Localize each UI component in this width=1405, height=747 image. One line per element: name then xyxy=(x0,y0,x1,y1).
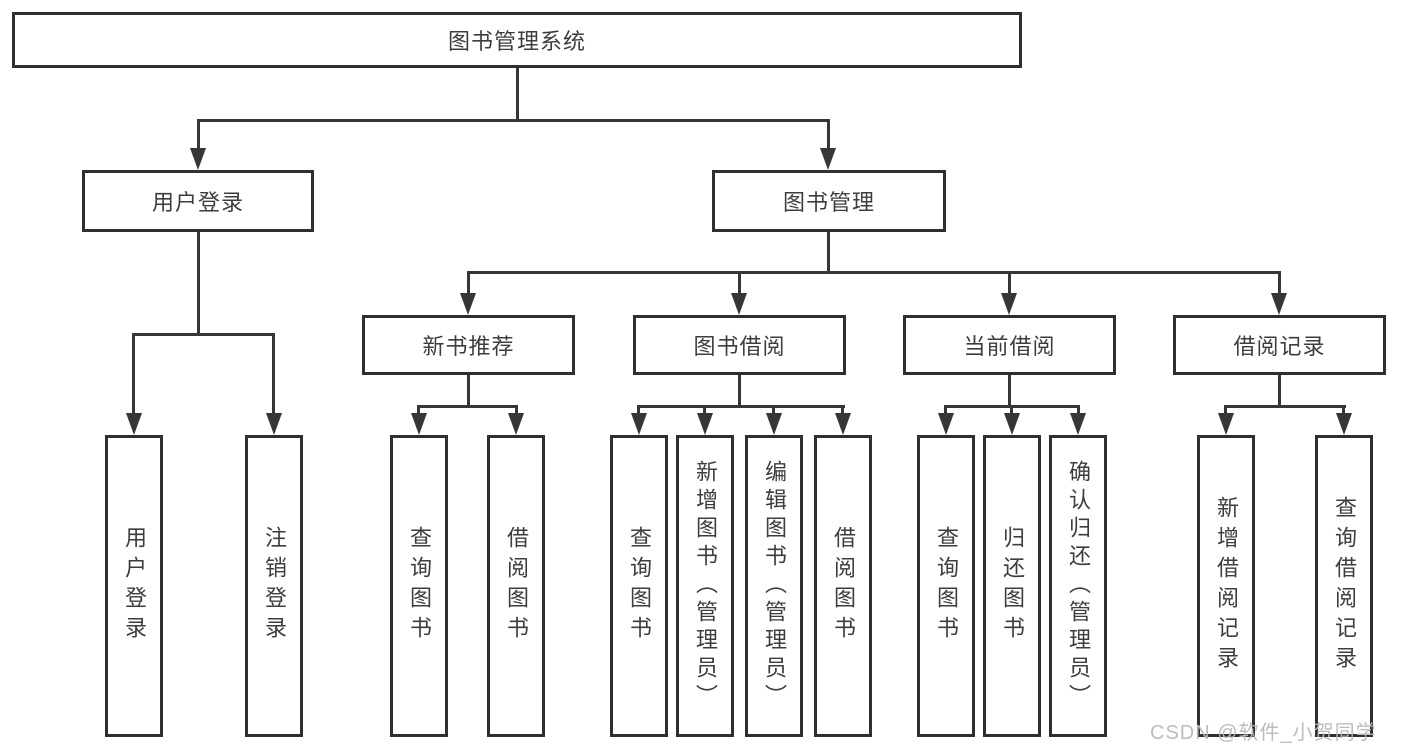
arrowhead-leaf-add-record xyxy=(1218,413,1234,435)
node-book-borrow: 图书借阅 xyxy=(633,315,846,375)
arrowhead-leaf-logout xyxy=(266,413,282,435)
connector-book-borrow-drop xyxy=(738,375,741,408)
arrowhead-leaf-user-login xyxy=(126,413,142,435)
connector-book-mgmt-drop xyxy=(827,232,830,274)
connector-new-book-drop xyxy=(467,375,470,408)
connector-stub xyxy=(703,405,706,415)
connector-current-borrow-drop xyxy=(1008,375,1011,408)
connector-stub-book-mgmt xyxy=(827,119,830,150)
arrowhead-leaf-add-book xyxy=(697,413,713,435)
arrowhead-borrow-records xyxy=(1271,293,1287,315)
connector-stub-borrow-records xyxy=(1278,271,1281,295)
arrowhead-new-book xyxy=(460,293,476,315)
connector-user-login-drop xyxy=(197,232,200,336)
leaf-query-book-2: 查询图书 xyxy=(610,435,668,737)
leaf-query-book-3: 查询图书 xyxy=(917,435,975,737)
arrowhead-leaf-query-book-2 xyxy=(631,413,647,435)
connector-stub xyxy=(1010,405,1013,415)
leaf-borrow-book-2: 借阅图书 xyxy=(814,435,872,737)
connector-root-bus xyxy=(197,119,830,122)
leaf-logout: 注销登录 xyxy=(245,435,303,737)
connector-borrow-records-drop xyxy=(1278,375,1281,408)
arrowhead-leaf-borrow-book-2 xyxy=(835,413,851,435)
connector-book-mgmt-bus xyxy=(467,271,1281,274)
connector-stub xyxy=(1224,405,1227,415)
connector-stub xyxy=(515,405,518,415)
arrowhead-leaf-query-book-1 xyxy=(411,413,427,435)
connector-new-book-bus xyxy=(417,405,518,408)
node-user-login: 用户登录 xyxy=(82,170,314,232)
arrowhead-current-borrow xyxy=(1001,293,1017,315)
node-book-mgmt: 图书管理 xyxy=(712,170,946,232)
connector-stub xyxy=(637,405,640,415)
leaf-add-borrow-record: 新增借阅记录 xyxy=(1197,435,1255,737)
connector-stub-leaf-logout xyxy=(272,333,275,415)
leaf-query-book-1: 查询图书 xyxy=(390,435,448,737)
connector-root-drop xyxy=(516,68,519,122)
connector-stub xyxy=(417,405,420,415)
connector-stub-new-book xyxy=(467,271,470,295)
leaf-borrow-book-1: 借阅图书 xyxy=(487,435,545,737)
arrowhead-book-mgmt xyxy=(820,148,836,170)
connector-borrow-records-bus xyxy=(1224,405,1346,408)
node-root-system: 图书管理系统 xyxy=(12,12,1022,68)
connector-stub xyxy=(1077,405,1080,415)
arrowhead-leaf-confirm-return xyxy=(1070,413,1086,435)
connector-stub xyxy=(1342,405,1345,415)
connector-book-borrow-bus xyxy=(637,405,845,408)
connector-user-login-bus xyxy=(132,333,275,336)
arrowhead-leaf-borrow-book-1 xyxy=(508,413,524,435)
arrowhead-leaf-return-book xyxy=(1004,413,1020,435)
leaf-confirm-return-admin: 确认归还（管理员） xyxy=(1049,435,1107,737)
arrowhead-leaf-edit-book xyxy=(766,413,782,435)
connector-stub xyxy=(841,405,844,415)
arrowhead-book-borrow xyxy=(731,293,747,315)
node-new-book-rec: 新书推荐 xyxy=(362,315,575,375)
leaf-user-login: 用户登录 xyxy=(105,435,163,737)
arrowhead-user-login xyxy=(190,148,206,170)
connector-stub-leaf-user-login xyxy=(132,333,135,415)
leaf-return-book: 归还图书 xyxy=(983,435,1041,737)
connector-stub xyxy=(772,405,775,415)
leaf-edit-book-admin: 编辑图书（管理员） xyxy=(745,435,803,737)
leaf-add-book-admin: 新增图书（管理员） xyxy=(676,435,734,737)
arrowhead-leaf-query-book-3 xyxy=(938,413,954,435)
node-current-borrow: 当前借阅 xyxy=(903,315,1116,375)
connector-stub-user-login xyxy=(197,119,200,150)
arrowhead-leaf-query-record xyxy=(1336,413,1352,435)
leaf-query-borrow-record: 查询借阅记录 xyxy=(1315,435,1373,737)
node-borrow-records: 借阅记录 xyxy=(1173,315,1386,375)
csdn-watermark: CSDN @软件_小贺同学 xyxy=(1150,722,1377,744)
connector-stub-book-borrow xyxy=(738,271,741,295)
connector-stub xyxy=(944,405,947,415)
connector-stub-current-borrow xyxy=(1008,271,1011,295)
